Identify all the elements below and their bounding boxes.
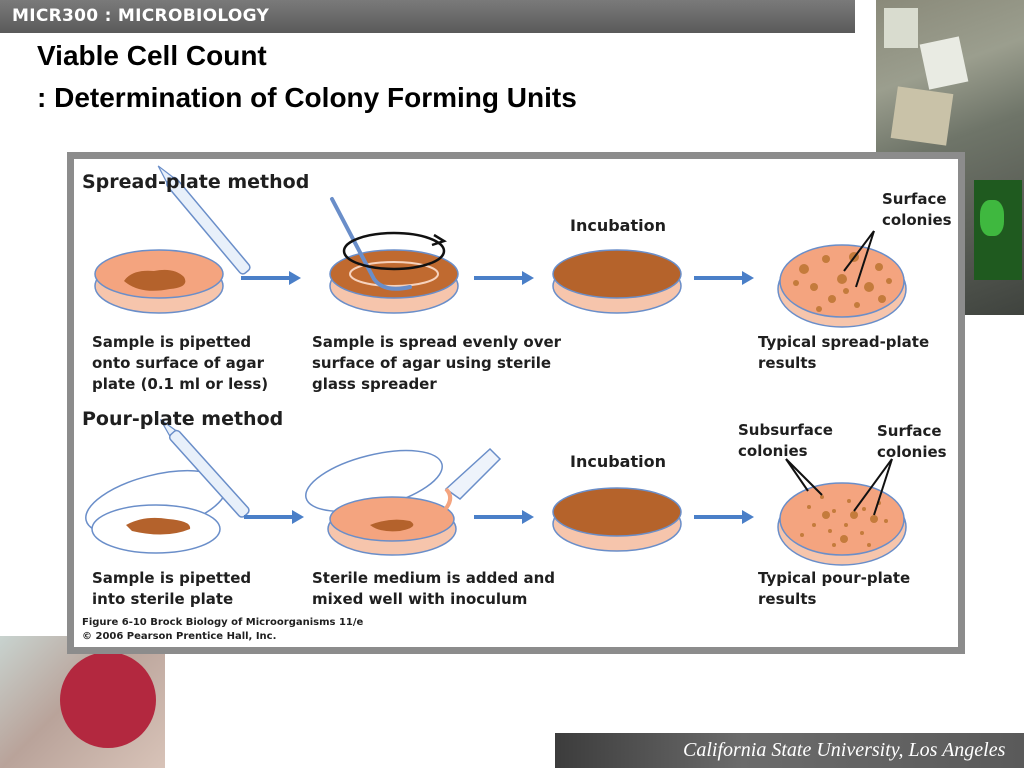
spread-plate-1 (94, 165, 251, 314)
spread-incubation-label: Incubation (570, 216, 666, 235)
spread-result-line2: results (758, 354, 817, 372)
colonies-group (793, 252, 892, 312)
pour-plate-3 (552, 487, 682, 552)
pour-subsurface-label-2: colonies (738, 442, 808, 460)
rotation-arrow-icon (342, 231, 446, 271)
figure-illustration (85, 165, 907, 566)
pour-colonies-group (800, 495, 888, 547)
pour-plate-2 (305, 447, 502, 556)
sample-drop (124, 269, 186, 291)
pour-subsurface-label-1: Subsurface (738, 421, 833, 439)
spread-step2-line1: Sample is spread evenly over (312, 333, 562, 351)
university-footer-bar: California State University, Los Angeles (555, 733, 1024, 768)
collage-green-cells (980, 200, 1004, 236)
pour-incubation-label: Incubation (570, 452, 666, 471)
pour-result-line2: results (758, 590, 817, 608)
spread-step2-line2: surface of agar using sterile (312, 354, 552, 372)
pour-step2-line2: mixed well with inoculum (312, 590, 528, 608)
spread-plate-results (777, 230, 907, 328)
spread-surface-label-1: Surface (882, 190, 947, 208)
pour-plate-heading: Pour-plate method (82, 408, 284, 430)
course-header-bar: MICR300 : MICROBIOLOGY (0, 0, 855, 33)
pour-pipette-icon (159, 419, 250, 518)
figure-credit-line2: © 2006 Pearson Prentice Hall, Inc. (82, 631, 277, 642)
medium-bottle-icon (444, 447, 502, 500)
spread-result-line1: Typical spread-plate (758, 333, 930, 351)
slide-title-line-1: Viable Cell Count (37, 40, 267, 71)
spread-step1-line3: plate (0.1 ml or less) (92, 375, 269, 393)
pour-result-line1: Typical pour-plate (758, 569, 911, 587)
spread-step1-line1: Sample is pipetted (92, 333, 252, 351)
collage-photo-cells (919, 36, 969, 90)
plate-count-figure: Spread-plate method Incubation Surface c… (74, 159, 958, 647)
spread-plate-3 (552, 249, 682, 314)
spread-step2-line3: glass spreader (312, 375, 437, 393)
collage-photo-scientist (884, 8, 918, 48)
spread-step1-line2: onto surface of agar (92, 354, 265, 372)
spread-surface-label-2: colonies (882, 211, 952, 229)
pour-surface-label-1: Surface (877, 422, 942, 440)
pipette-icon (157, 165, 251, 275)
glass-spreader-icon (330, 197, 412, 291)
spread-plate-heading: Spread-plate method (82, 171, 310, 193)
figure-credit-line1: Figure 6-10 Brock Biology of Microorgani… (82, 617, 364, 628)
spread-plate-2 (329, 197, 459, 314)
pour-plate-1 (85, 419, 250, 554)
petri-dish-photo (0, 636, 165, 768)
pour-surface-label-2: colonies (877, 443, 947, 461)
slide-title-line-2: : Determination of Colony Forming Units (37, 82, 577, 113)
course-label: MICR300 : MICROBIOLOGY (12, 6, 270, 26)
pour-plate-results (777, 458, 907, 566)
pour-step1-line1: Sample is pipetted (92, 569, 252, 587)
pour-sample-drop (126, 517, 191, 535)
university-name: California State University, Los Angeles (683, 739, 1006, 761)
spread-arrows (241, 271, 754, 285)
red-agar-plate (60, 652, 156, 748)
collage-photo-lab (890, 86, 954, 146)
pour-arrows (244, 510, 754, 524)
pour-step1-line2: into sterile plate (92, 590, 234, 608)
pour-step2-line1: Sterile medium is added and (312, 569, 555, 587)
